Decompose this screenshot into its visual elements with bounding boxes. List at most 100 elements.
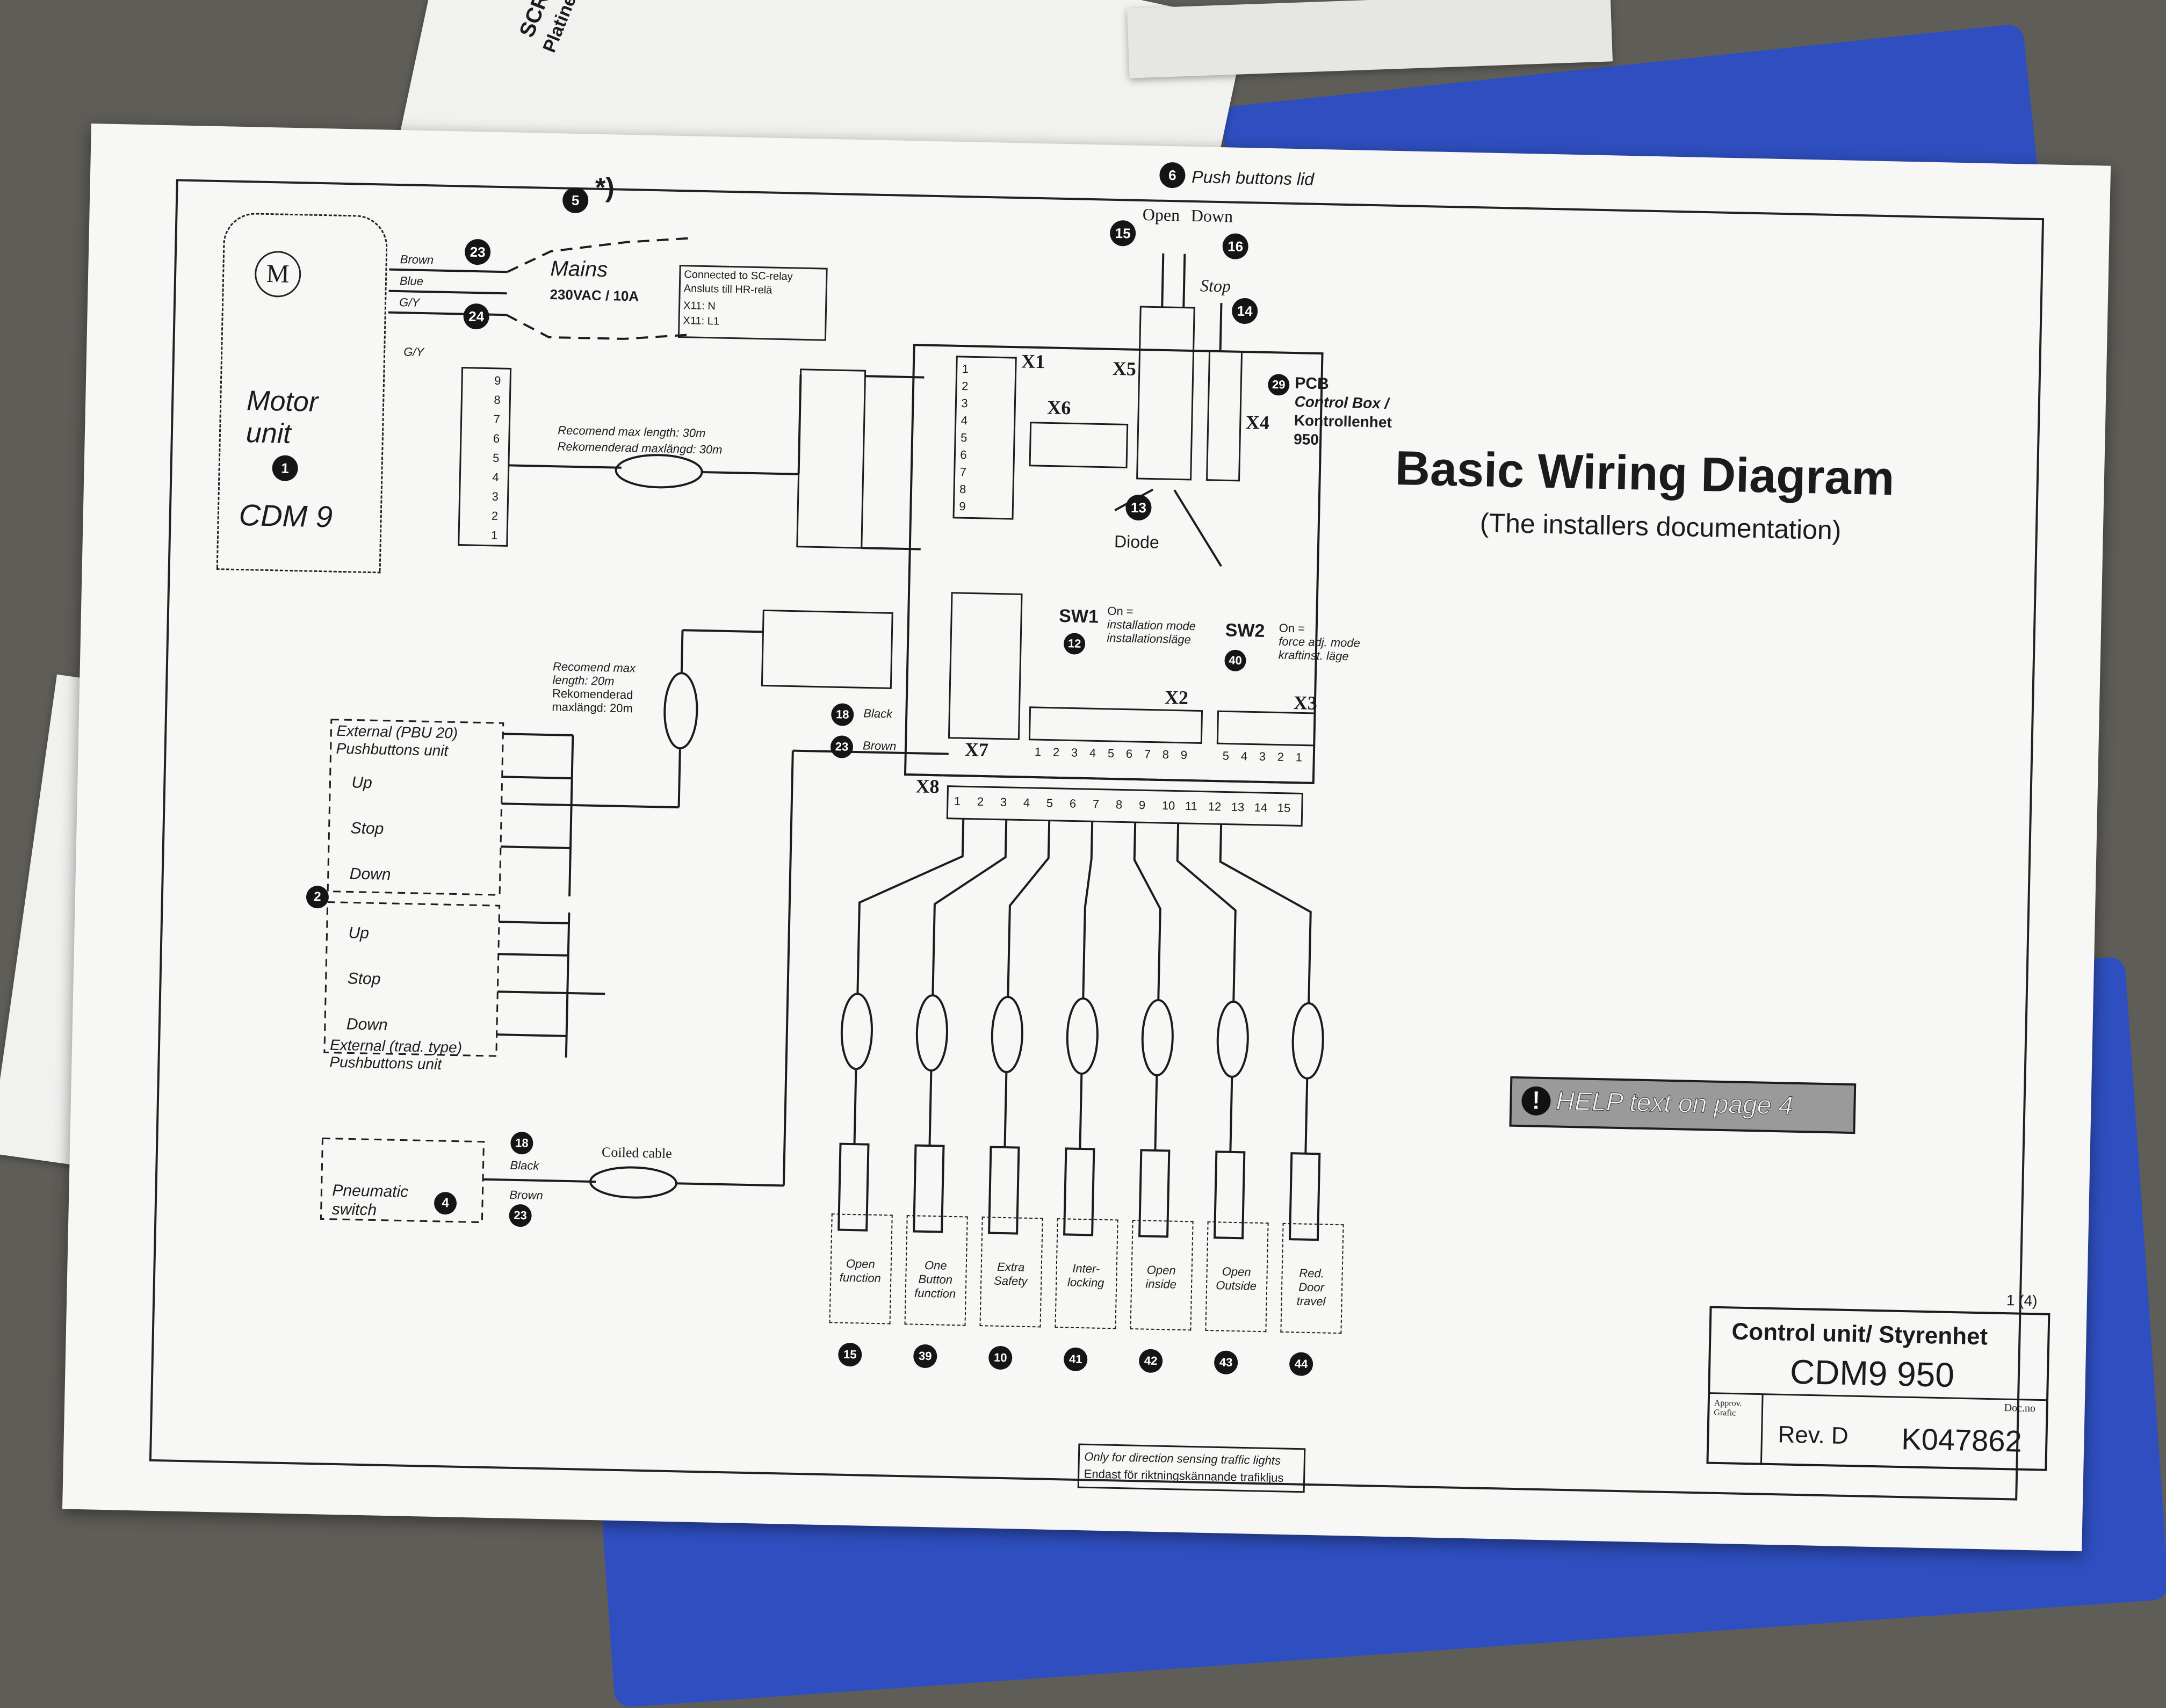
motor-model: CDM 9	[239, 497, 333, 534]
x3-pin-number: 1	[1295, 750, 1303, 764]
x1-pin-number: 8	[959, 482, 966, 496]
function-wire-lower	[853, 1069, 857, 1145]
mains-x11l1: X11: L1	[683, 315, 720, 328]
x2-pin-number: 4	[1089, 746, 1096, 760]
x8-pin-number: 4	[1023, 795, 1030, 809]
function-wire	[1082, 821, 1094, 999]
pb-down-label: Down	[1190, 205, 1233, 226]
ext-trad-title1: External (trad. type)	[329, 1036, 463, 1056]
title-block-name: Control unit/ Styrenhet	[1731, 1318, 1988, 1350]
x8-pin-number: 11	[1185, 799, 1197, 813]
cable2-line2: length: 20m	[552, 673, 615, 688]
x3-label: X3	[1293, 692, 1318, 714]
info-icon: !	[1521, 1086, 1551, 1116]
sw1-line2: installationsläge	[1107, 631, 1192, 647]
wire-blue-label: Blue	[399, 274, 424, 288]
ext-pbu-down: Down	[349, 865, 391, 884]
title-block-rev: Rev. D	[1778, 1421, 1849, 1450]
x1-pin-number: 2	[961, 379, 969, 393]
function-plug	[1063, 1147, 1095, 1236]
function-wire	[1133, 822, 1161, 1000]
x8-pin-number: 10	[1161, 799, 1175, 813]
motor-terminal-number: 7	[493, 412, 501, 426]
ext-pbu-stop: Stop	[350, 819, 384, 838]
function-wire	[1007, 820, 1051, 997]
x2-pin-number: 9	[1180, 748, 1188, 762]
x8-pin-number: 8	[1115, 798, 1123, 812]
x1-pin-number: 7	[959, 465, 967, 479]
title-block-docno-label: Doc.no	[2004, 1402, 2036, 1415]
background-booklet	[1127, 0, 1613, 78]
function-plug	[1288, 1152, 1321, 1241]
function-plug	[1138, 1149, 1171, 1238]
x1-pin-number: 6	[960, 448, 967, 462]
x5-label: X5	[1112, 357, 1137, 380]
function-label: Extra Safety	[993, 1260, 1028, 1288]
motor-terminal-number: 9	[494, 373, 501, 388]
x8-label: X8	[915, 775, 940, 798]
sw1-on: On =	[1107, 604, 1133, 618]
motor-terminal-number: 3	[492, 489, 499, 504]
x1-pin-number: 5	[960, 431, 968, 445]
x1-pin-number: 3	[961, 396, 968, 410]
mains-note-2: Ansluts till HR-relä	[683, 283, 772, 296]
function-label: Open function	[839, 1256, 882, 1285]
mains-x11n: X11: N	[683, 300, 716, 313]
ext-pbu-title1: External (PBU 20)	[336, 722, 458, 742]
function-plug	[988, 1146, 1020, 1235]
function-wire-lower	[1003, 1072, 1008, 1148]
function-wire	[1176, 823, 1237, 1002]
function-wire-lower	[1079, 1073, 1083, 1149]
function-wire-lower	[928, 1070, 933, 1146]
wiring-diagram-sheet: M Motor unit 1 CDM 9 Brown Blue G/Y G/Y …	[62, 124, 2111, 1552]
sw2-on: On =	[1279, 621, 1305, 635]
mains-label: Mains	[550, 256, 608, 282]
platine-label: Platine Halbleiterrelä	[539, 0, 626, 56]
mains-note-box: Connected to SC-relay Ansluts till HR-re…	[677, 264, 828, 341]
x2-pin-number: 5	[1107, 746, 1115, 761]
x2-label: X2	[1164, 686, 1189, 708]
wire-gy-label-2: G/Y	[403, 345, 424, 359]
wire-brown-label: Brown	[400, 252, 434, 267]
x8-pin-number: 2	[977, 794, 984, 809]
cable-ferrite	[915, 994, 948, 1072]
x1-pin-number: 9	[959, 499, 966, 513]
motor-terminal-number: 2	[491, 509, 499, 523]
ext-trad-down: Down	[346, 1015, 388, 1034]
function-wire-lower	[1154, 1075, 1158, 1150]
x8-pin-number: 14	[1254, 800, 1268, 815]
page-number: 1 (4)	[2006, 1292, 2038, 1309]
function-wire	[1219, 824, 1312, 1003]
pb-open-label: Open	[1142, 205, 1180, 225]
help-text-label: HELP text on page 4	[1555, 1087, 1794, 1120]
x4-label: X4	[1245, 411, 1270, 434]
x8-pin-number: 12	[1208, 799, 1222, 814]
ext-trad-title2: Pushbuttons unit	[329, 1053, 442, 1073]
pneumatic-brown: Brown	[509, 1188, 544, 1203]
x2-pin-number: 6	[1125, 747, 1133, 761]
mains-note-1: Connected to SC-relay	[684, 269, 793, 283]
x2-pin-number: 8	[1162, 748, 1169, 762]
mains-rating: 230VAC / 10A	[550, 286, 639, 305]
sw2-label: SW2	[1225, 620, 1265, 641]
mains-asterisk: *)	[595, 172, 615, 203]
x7-black-label: Black	[863, 706, 893, 721]
pneumatic-label1: Pneumatic	[332, 1181, 409, 1201]
x8-pin-number: 3	[1000, 795, 1007, 809]
x8-pin-number: 6	[1069, 797, 1077, 810]
function-wire	[856, 819, 965, 994]
x2-pin-number: 2	[1052, 745, 1060, 759]
cable-ferrite	[1066, 997, 1099, 1075]
pcb-sub2: Kontrollenhet	[1294, 412, 1392, 431]
x7-brown-label: Brown	[862, 739, 897, 753]
cable-ferrite	[991, 996, 1023, 1074]
x3-pin-number: 5	[1222, 749, 1230, 763]
motor-terminal-number: 1	[490, 528, 498, 542]
x3-pin-number: 2	[1277, 750, 1284, 764]
ext-pbu-title2: Pushbuttons unit	[336, 740, 449, 759]
motor-terminal-number: 8	[494, 393, 501, 407]
function-plug	[913, 1144, 945, 1233]
function-plug	[837, 1142, 870, 1232]
function-label: One Button function	[914, 1258, 956, 1301]
function-wire-lower	[1304, 1078, 1309, 1154]
